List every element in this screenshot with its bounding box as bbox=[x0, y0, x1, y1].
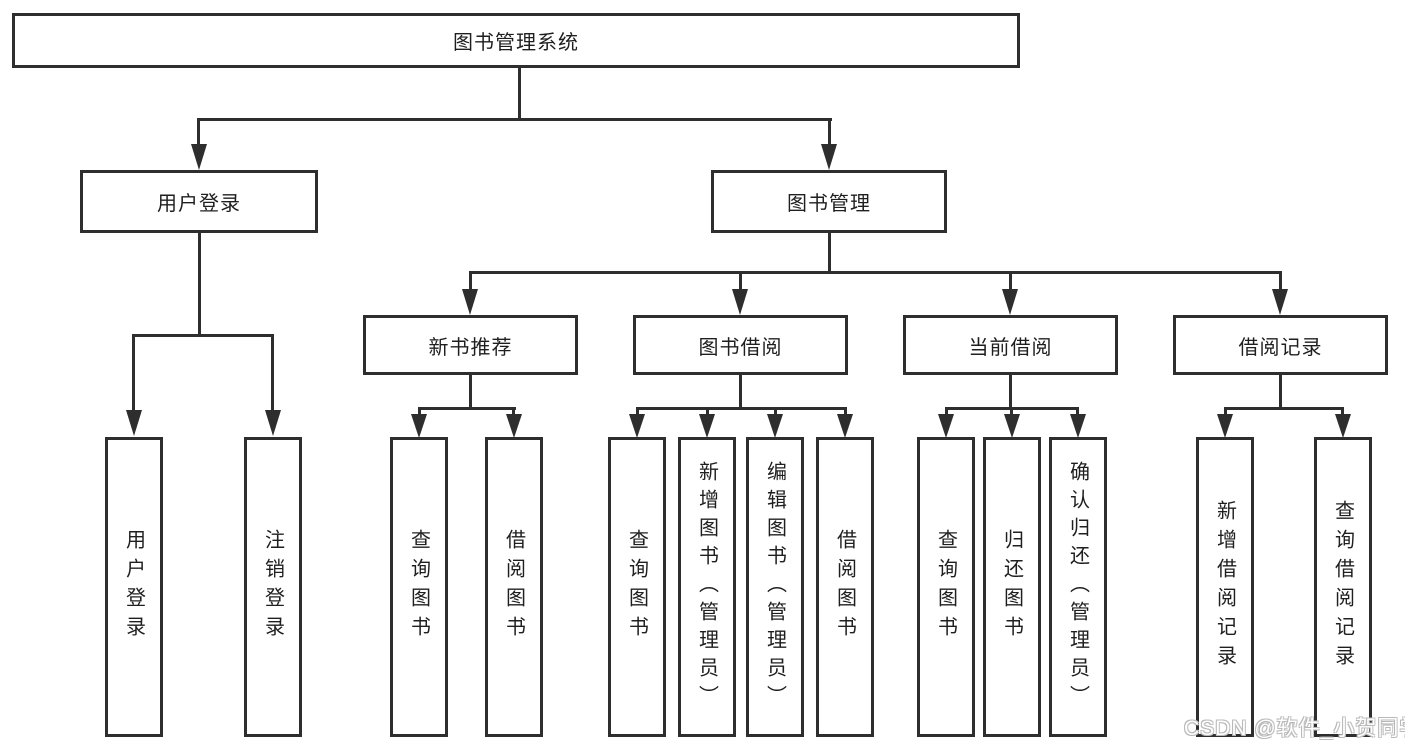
connector-stem bbox=[469, 375, 472, 409]
arrow-down-icon bbox=[265, 410, 281, 436]
connector-drop bbox=[1010, 407, 1013, 417]
leaf-add-borrow-record: 新增借阅记录 bbox=[1196, 437, 1254, 737]
node-label: 借阅图书 bbox=[502, 529, 525, 645]
connector-drop bbox=[945, 407, 948, 417]
node-label: 新书推荐 bbox=[428, 336, 513, 359]
node-label: 图书借阅 bbox=[698, 336, 783, 359]
arrow-down-icon bbox=[411, 414, 427, 438]
node-label: 图书管理 bbox=[787, 193, 871, 215]
connector-drop bbox=[1224, 407, 1227, 417]
connector-stem bbox=[1009, 375, 1012, 409]
connector-stem bbox=[739, 375, 742, 409]
connector-drop bbox=[1341, 407, 1344, 417]
node-borrow-records: 借阅记录 bbox=[1173, 315, 1388, 375]
connector-drop bbox=[739, 271, 742, 291]
connector-split bbox=[418, 407, 516, 410]
node-book-management: 图书管理 bbox=[711, 170, 947, 233]
node-label: 借阅图书 bbox=[833, 529, 856, 645]
connector-drop bbox=[469, 271, 472, 291]
arrow-down-icon bbox=[506, 414, 522, 438]
csdn-watermark: CSDN @软件_小贺同学 bbox=[1184, 717, 1405, 740]
node-label: 查询图书 bbox=[407, 529, 430, 645]
connector-level3-split bbox=[469, 271, 1281, 274]
arrow-down-icon bbox=[821, 144, 837, 170]
connector-drop bbox=[774, 407, 777, 417]
node-label: 用户登录 bbox=[122, 529, 145, 645]
node-label: 新增借阅记录 bbox=[1213, 500, 1236, 674]
leaf-borrow-books-borrow: 借阅图书 bbox=[816, 437, 874, 737]
arrow-down-icon bbox=[767, 414, 783, 438]
leaf-return-book: 归还图书 bbox=[983, 437, 1041, 737]
node-current-borrow: 当前借阅 bbox=[903, 315, 1118, 375]
arrow-down-icon bbox=[938, 414, 954, 438]
node-label: 图书管理系统 bbox=[453, 32, 579, 54]
arrow-down-icon bbox=[462, 289, 478, 315]
node-label: 注销登录 bbox=[261, 529, 284, 645]
leaf-edit-book-admin: 编辑图书（管理员） bbox=[746, 437, 804, 737]
arrow-down-icon bbox=[732, 289, 748, 315]
node-label: 借阅记录 bbox=[1238, 336, 1323, 359]
connector-stem bbox=[1279, 375, 1282, 409]
arrow-down-icon bbox=[699, 414, 715, 438]
arrow-down-icon bbox=[1002, 289, 1018, 315]
node-user-login: 用户登录 bbox=[80, 170, 318, 233]
node-label: 查询图书 bbox=[934, 529, 957, 645]
connector-book-mgmt-stem bbox=[828, 233, 831, 273]
leaf-query-borrow-record: 查询借阅记录 bbox=[1314, 437, 1372, 737]
arrow-down-icon bbox=[629, 414, 645, 438]
arrow-down-icon bbox=[837, 414, 853, 438]
connector-user-login-split bbox=[133, 334, 274, 337]
connector-root-stem bbox=[518, 68, 521, 118]
connector-split bbox=[636, 407, 846, 410]
node-label: 用户登录 bbox=[157, 193, 241, 215]
connector-split bbox=[1224, 407, 1344, 410]
connector-drop bbox=[132, 334, 135, 412]
leaf-logout: 注销登录 bbox=[244, 437, 302, 737]
leaf-borrow-books-recommend: 借阅图书 bbox=[485, 437, 543, 737]
connector-drop bbox=[418, 407, 421, 417]
connector-drop bbox=[636, 407, 639, 417]
node-label: 查询借阅记录 bbox=[1331, 500, 1354, 674]
arrow-down-icon bbox=[1004, 414, 1020, 438]
connector-user-login-stem bbox=[198, 233, 201, 337]
connector-drop bbox=[844, 407, 847, 417]
connector-drop bbox=[1009, 271, 1012, 291]
arrow-down-icon bbox=[191, 144, 207, 170]
node-label: 新增图书（管理员） bbox=[695, 461, 718, 713]
leaf-confirm-return-admin: 确认归还（管理员） bbox=[1049, 437, 1107, 737]
leaf-add-book-admin: 新增图书（管理员） bbox=[678, 437, 736, 737]
connector-drop bbox=[197, 118, 200, 146]
connector-drop bbox=[1076, 407, 1079, 417]
connector-root-split bbox=[198, 118, 832, 121]
node-label: 查询图书 bbox=[625, 529, 648, 645]
arrow-down-icon bbox=[1272, 289, 1288, 315]
node-label: 当前借阅 bbox=[968, 336, 1053, 359]
connector-drop bbox=[512, 407, 515, 417]
connector-drop bbox=[828, 118, 831, 146]
arrow-down-icon bbox=[1335, 414, 1351, 438]
connector-drop bbox=[271, 334, 274, 412]
node-label: 归还图书 bbox=[1000, 529, 1023, 645]
leaf-query-books-borrow: 查询图书 bbox=[608, 437, 666, 737]
leaf-user-login: 用户登录 bbox=[105, 437, 163, 737]
arrow-down-icon bbox=[126, 410, 142, 436]
node-new-book-recommend: 新书推荐 bbox=[363, 315, 578, 375]
connector-drop bbox=[706, 407, 709, 417]
node-library-management-system: 图书管理系统 bbox=[12, 13, 1020, 68]
node-label: 确认归还（管理员） bbox=[1066, 461, 1089, 713]
arrow-down-icon bbox=[1070, 414, 1086, 438]
connector-drop bbox=[1279, 271, 1282, 291]
leaf-query-books-current: 查询图书 bbox=[917, 437, 975, 737]
leaf-query-books-recommend: 查询图书 bbox=[390, 437, 448, 737]
node-book-borrow: 图书借阅 bbox=[633, 315, 848, 375]
node-label: 编辑图书（管理员） bbox=[763, 461, 786, 713]
arrow-down-icon bbox=[1217, 414, 1233, 438]
